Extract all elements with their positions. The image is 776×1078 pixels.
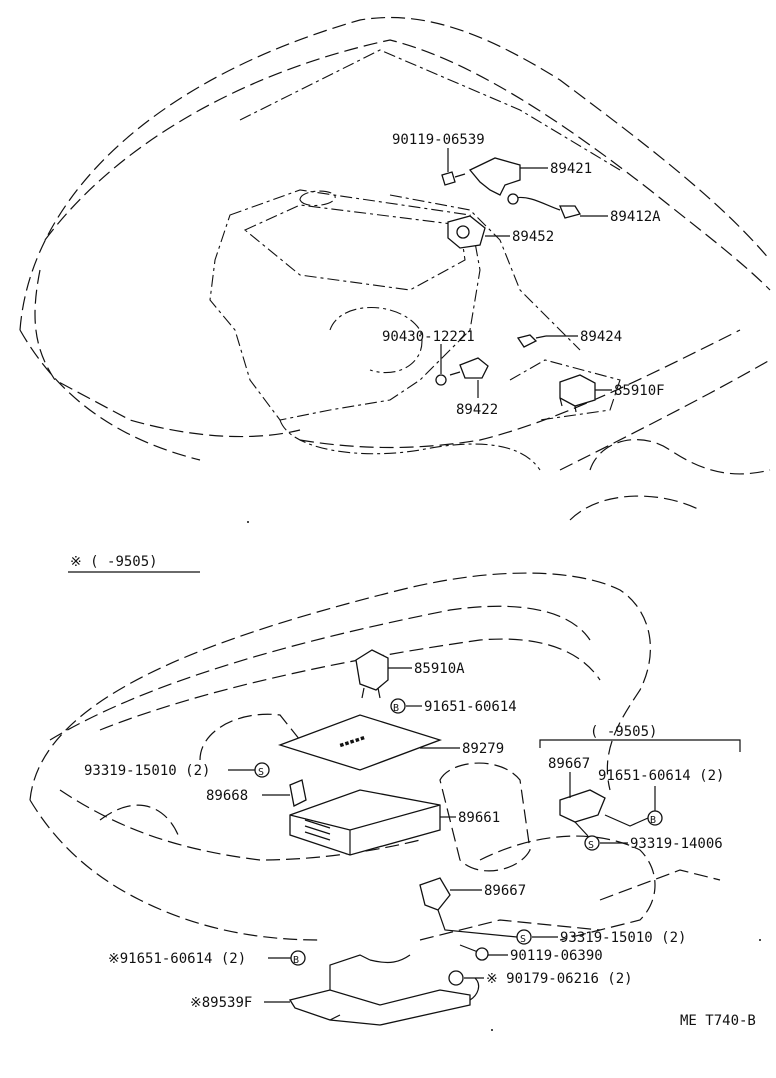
hood-outline xyxy=(19,17,771,331)
relay-85910A xyxy=(355,649,389,691)
bracket-89667-a xyxy=(559,789,606,823)
label-90179-06216: ※ 90179-06216 (2) xyxy=(486,971,633,987)
sensor-89412A xyxy=(559,205,582,219)
sensor-89424 xyxy=(516,334,538,348)
label-91651-60614-b: 91651-60614 (2) xyxy=(598,768,724,784)
dashboard-lower-left xyxy=(29,799,321,941)
svg-text:B: B xyxy=(650,815,656,826)
label-85910F: 85910F xyxy=(614,383,665,399)
label-90119-06390: 90119-06390 xyxy=(510,948,603,964)
label-91651-60614-c: ※91651-60614 (2) xyxy=(108,951,246,967)
label-93319-14006: 93319-14006 xyxy=(630,836,723,852)
wheel-arch-right xyxy=(569,495,701,521)
floor-line xyxy=(479,835,656,941)
cowl-line xyxy=(239,49,621,171)
harness-89539F xyxy=(288,989,471,1026)
bracket-89668 xyxy=(289,779,307,807)
label-89424: 89424 xyxy=(580,329,622,345)
console-outline xyxy=(439,762,531,872)
dashboard-lower-curve xyxy=(59,789,421,861)
label-90119-06539: 90119-06539 xyxy=(392,132,485,148)
bracket-89421 xyxy=(468,157,521,196)
footer-code: ME T740-B xyxy=(680,1013,756,1029)
section-note: ※ ( -9505) xyxy=(70,554,158,570)
washer-90430-12221 xyxy=(435,374,447,386)
engine-bay-labels: 90119-06539 89421 89412A 89452 90430-122… xyxy=(382,132,665,418)
hood-inner-outline xyxy=(44,39,771,291)
fender-left-outline xyxy=(34,269,301,438)
washer-90179-06216 xyxy=(448,970,464,986)
svg-text:S: S xyxy=(588,840,594,851)
cover-89279 xyxy=(277,714,443,771)
footwell-left xyxy=(99,804,181,841)
dashboard-top xyxy=(49,605,591,741)
label-90430-12221: 90430-12221 xyxy=(382,329,475,345)
body-lower-line xyxy=(299,329,741,449)
label-85910A: 85910A xyxy=(414,661,465,677)
label-89668: 89668 xyxy=(206,788,248,804)
sensor-89412A-wire xyxy=(514,196,561,211)
floor-right xyxy=(599,869,721,901)
label-89667-b: 89667 xyxy=(484,883,526,899)
engine-lower xyxy=(279,419,541,471)
bracket-89667-b xyxy=(419,877,451,911)
sensor-89422 xyxy=(459,357,489,379)
right-inner-panel xyxy=(389,194,581,351)
svg-text:S: S xyxy=(520,934,526,945)
fender-left-lower xyxy=(19,329,201,461)
svg-text:B: B xyxy=(293,955,299,966)
section-note-group: ※ ( -9505) xyxy=(68,554,200,573)
engine-oil-cap xyxy=(299,190,336,207)
engine-valve-cover xyxy=(243,204,466,291)
label-89539F: ※89539F xyxy=(190,995,252,1011)
kick-panel xyxy=(419,919,601,941)
engine-mount xyxy=(509,359,621,421)
label-89421: 89421 xyxy=(550,161,592,177)
body-right-lower xyxy=(559,359,771,471)
label-93319-15010-a: 93319-15010 (2) xyxy=(84,763,210,779)
dashboard-outline xyxy=(29,572,651,801)
symbol-s-icon xyxy=(584,835,600,851)
label-89452: 89452 xyxy=(512,229,554,245)
label-89661: 89661 xyxy=(458,810,500,826)
label-89279: 89279 xyxy=(462,741,504,757)
symbol-b-icon xyxy=(390,698,406,714)
intake-manifold xyxy=(329,306,423,374)
engine-block-outline xyxy=(209,189,481,421)
label-89412A: 89412A xyxy=(610,209,661,225)
bolt-90119-06390 xyxy=(459,944,479,953)
bracket-note-group: ( -9505) xyxy=(539,724,741,752)
label-91651-60614: 91651-60614 xyxy=(424,699,517,715)
dashboard-inner xyxy=(99,638,601,731)
svg-text:S: S xyxy=(258,767,264,778)
glovebox-outline xyxy=(199,713,301,761)
label-89422: 89422 xyxy=(456,402,498,418)
bolt-90119-06539 xyxy=(441,171,456,186)
label-89667-a: 89667 xyxy=(548,756,590,772)
strut-right xyxy=(589,439,771,475)
dashboard-section: ▪▪▪▪▪ xyxy=(29,572,721,1026)
bracket-note: ( -9505) xyxy=(590,724,657,740)
svg-text:B: B xyxy=(393,703,399,714)
dashboard-labels: 85910A B 91651-60614 89279 S 93319-15010… xyxy=(84,521,761,1031)
label-93319-15010-b: 93319-15010 (2) xyxy=(560,930,686,946)
relay-85910F xyxy=(559,374,596,407)
engine-bay-section xyxy=(19,17,771,521)
